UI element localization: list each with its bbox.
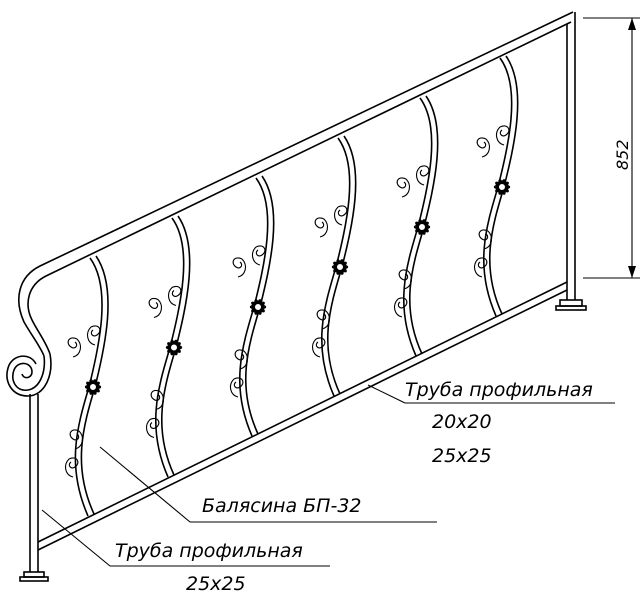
baluster	[64, 255, 109, 517]
bottom-rail-label-line1: Труба профильная	[115, 540, 303, 562]
baluster	[473, 55, 519, 317]
flower-ornament	[331, 259, 349, 275]
leaders	[41, 384, 615, 567]
flower-ornament	[84, 379, 102, 395]
top-rail-label-line1: Труба профильная	[405, 379, 593, 401]
balusters	[64, 55, 519, 517]
baluster	[393, 95, 439, 357]
height-dimension-label: 852	[613, 139, 632, 170]
newel-post-right	[555, 12, 587, 311]
top-rail-label-line2: 20х20	[432, 411, 492, 433]
baluster-label: Балясина БП-32	[202, 495, 362, 517]
flower-ornament	[249, 299, 267, 315]
flower-ornament	[493, 179, 511, 195]
height-dimension: 852	[583, 17, 640, 279]
bottom-rail-label-line2: 25х25	[186, 573, 246, 595]
flower-ornament	[413, 219, 431, 235]
baluster	[229, 175, 275, 437]
bottom-rail	[37, 281, 568, 551]
top-rail-label-line3: 25х25	[432, 445, 492, 467]
baluster	[311, 135, 357, 397]
flower-ornament	[165, 339, 183, 356]
newel-post-left	[19, 394, 49, 582]
handrail	[6, 11, 574, 397]
baluster	[145, 215, 191, 478]
